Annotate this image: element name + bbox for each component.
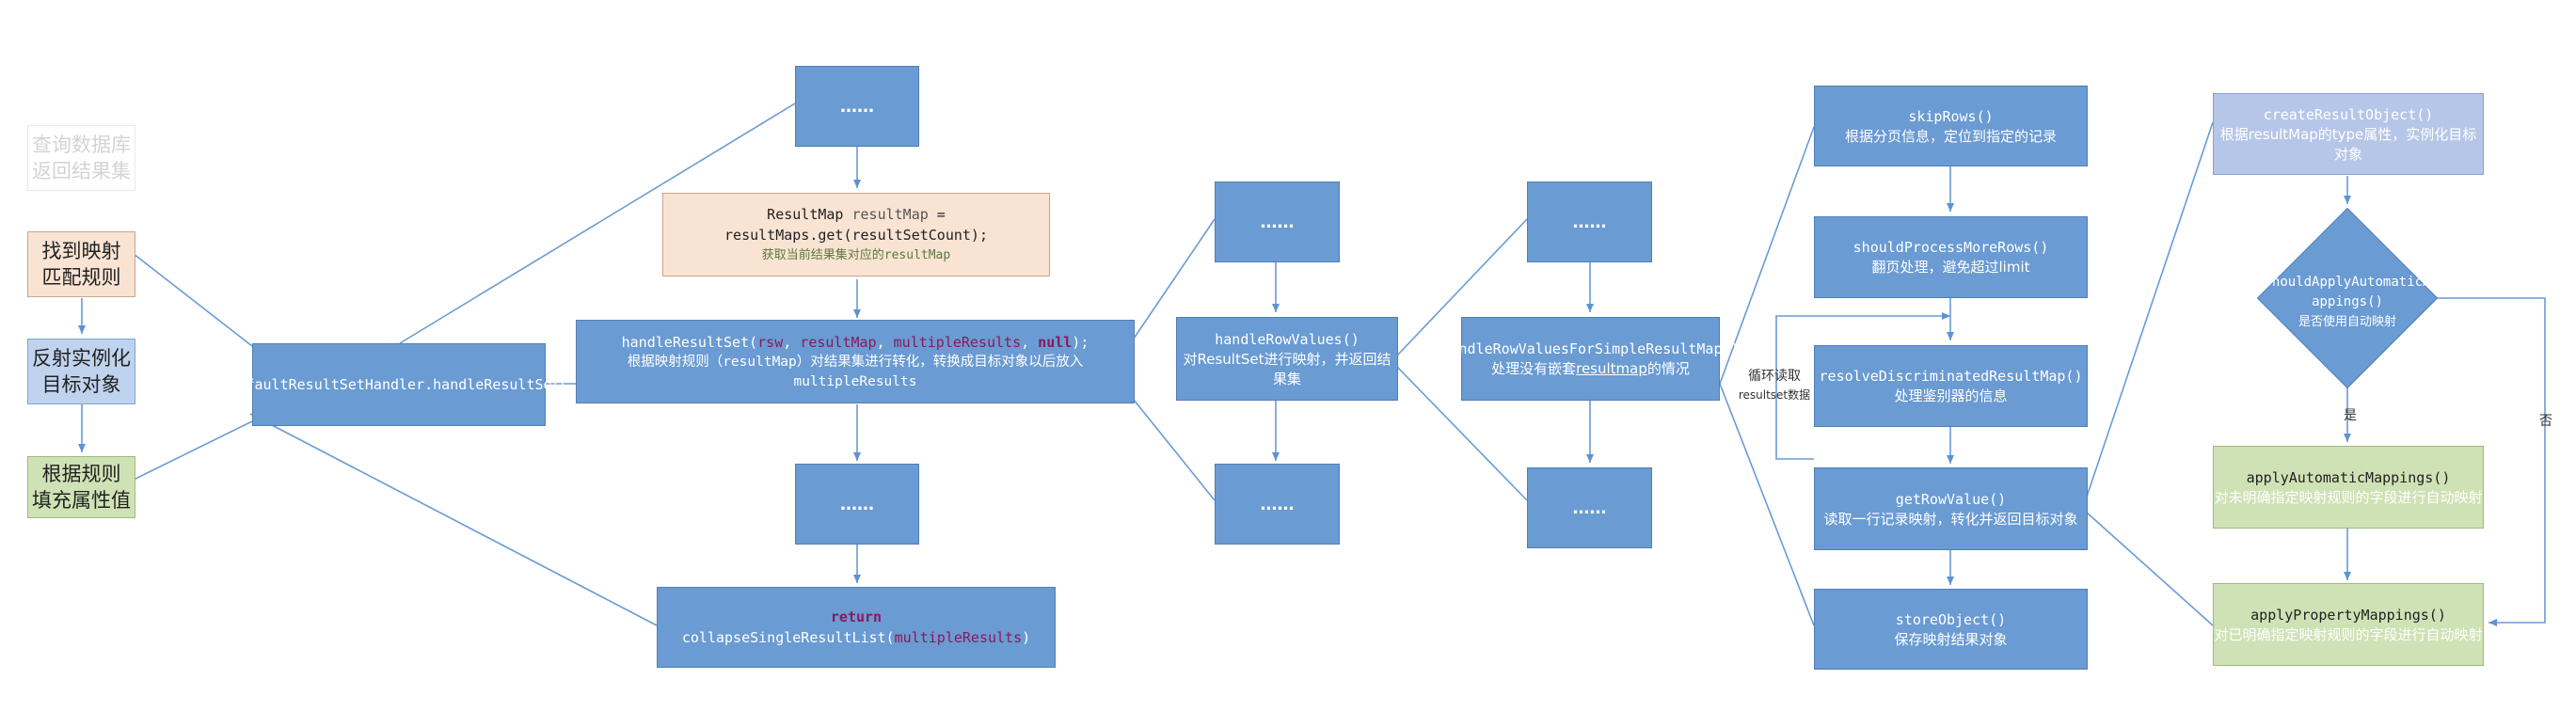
node-handle-row-values-simple: handleRowValuesForSimpleResultMap() 处理没有… [1441, 317, 1740, 401]
step-fill-properties-line1: 根据规则 [41, 463, 121, 485]
step-query-database: 查询数据库 返回结果集 [27, 125, 135, 191]
step-fill-properties: 根据规则 填充属性值 [27, 456, 135, 518]
node-handle-simple-desc: 处理没有嵌套resultmap的情况 [1491, 359, 1690, 379]
step-find-mapping-line2: 匹配规则 [41, 266, 121, 289]
node-skip-rows-title: skipRows() [1908, 107, 1994, 125]
node-store-object-title: storeObject() [1895, 610, 2007, 628]
node-get-row-value-title: getRowValue() [1895, 490, 2007, 508]
node-handle-row-values-title: handleRowValues() [1215, 330, 1360, 348]
node-resolve-desc: 处理鉴别器的信息 [1894, 387, 2008, 404]
node-handle-row-values-desc: 对ResultSet进行映射，并返回结果集 [1183, 350, 1391, 387]
node-handle-result-set-code: handleResultSet(rsw, resultMap, multiple… [621, 333, 1089, 351]
node-dots-4: …… [1215, 464, 1340, 545]
node-resolve-discriminated-result-map: resolveDiscriminatedResultMap() 处理鉴别器的信息 [1814, 345, 2088, 427]
node-collapse-code: return collapseSingleResultList(multiple… [658, 607, 1055, 648]
node-skip-rows-desc: 根据分页信息，定位到指定的记录 [1844, 127, 2057, 145]
node-apply-property-desc: 对已明确指定映射规则的字段进行自动映射 [2214, 625, 2483, 643]
should-apply-line2: appings() [2312, 294, 2383, 309]
node-dots-6-label: …… [1572, 498, 1607, 518]
step-query-database-line2: 返回结果集 [32, 160, 131, 182]
should-apply-line1: shouldApplyAutomaticM [2264, 275, 2431, 290]
code-arg: resultSetCount [851, 226, 971, 244]
step-instantiate-object-line2: 目标对象 [41, 373, 121, 396]
node-resolve-title: resolveDiscriminatedResultMap() [1819, 368, 2083, 385]
should-apply-desc: 是否使用自动映射 [2298, 315, 2396, 329]
node-apply-auto-title: applyAutomaticMappings() [2246, 468, 2451, 486]
step-instantiate-object: 反射实例化 目标对象 [27, 339, 135, 404]
node-should-process-desc: 翻页处理，避免超过limit [1871, 259, 2030, 276]
code-prefix: handleResultSet( [621, 333, 758, 351]
step-query-database-line1: 查询数据库 [32, 134, 131, 156]
node-dots-1: …… [795, 66, 919, 147]
node-result-map-code: ResultMap resultMap = resultMaps.get(res… [663, 204, 1049, 245]
desc-resultmap: resultmap [1576, 360, 1647, 377]
node-handle-result-sets: DefaultResultSetHandler.handleResultSets [229, 343, 569, 426]
step-find-mapping: 找到映射 匹配规则 [27, 231, 135, 297]
step-instantiate-object-line1: 反射实例化 [32, 347, 131, 370]
node-collapse-single-result-list: return collapseSingleResultList(multiple… [657, 587, 1056, 668]
node-apply-automatic-mappings: applyAutomaticMappings() 对未明确指定映射规则的字段进行… [2213, 446, 2484, 529]
yes-label: 是 [2344, 408, 2357, 423]
node-apply-auto-desc: 对未明确指定映射规则的字段进行自动映射 [2214, 488, 2483, 506]
node-apply-property-title: applyPropertyMappings() [2250, 606, 2446, 624]
node-skip-rows: skipRows() 根据分页信息，定位到指定的记录 [1814, 86, 2088, 166]
loop-label-line2: resultset数据 [1738, 388, 1811, 402]
should-apply-text: shouldApplyAutomaticM appings() 是否使用自动映射 [2253, 273, 2441, 332]
desc-suffix: 的情况 [1646, 360, 1690, 377]
node-create-result-object: createResultObject() 根据resultMap的type属性，… [2213, 93, 2484, 175]
node-handle-result-sets-label: DefaultResultSetHandler.handleResultSets [229, 376, 569, 393]
arg-multiple-results: multipleResults [894, 629, 1023, 646]
node-dots-5-label: …… [1572, 212, 1607, 232]
node-get-row-value: getRowValue() 读取一行记录映射，转化并返回目标对象 [1814, 467, 2088, 550]
code-var: resultMap [851, 205, 929, 223]
node-apply-property-mappings: applyPropertyMappings() 对已明确指定映射规则的字段进行自… [2213, 583, 2484, 666]
node-create-result-object-desc: 根据resultMap的type属性，实例化目标对象 [2219, 125, 2477, 163]
no-label: 否 [2539, 414, 2552, 429]
node-should-process-title: shouldProcessMoreRows() [1852, 239, 2049, 256]
node-dots-2: …… [795, 464, 919, 545]
node-dots-3-label: …… [1260, 212, 1295, 232]
node-create-result-object-title: createResultObject() [2263, 105, 2434, 123]
node-result-map-note: 获取当前结果集对应的resultMap [761, 247, 951, 262]
step-find-mapping-line1: 找到映射 [41, 240, 121, 262]
node-dots-3: …… [1215, 182, 1340, 262]
arg-rsw: rsw [757, 333, 784, 351]
node-handle-result-set-desc: 根据映射规则（resultMap）对结果集进行转化，转换成目标对象以后放入mul… [627, 354, 1084, 389]
node-dots-4-label: …… [1260, 494, 1295, 514]
arg-result-map: resultMap [800, 333, 877, 351]
node-result-map: ResultMap resultMap = resultMaps.get(res… [662, 193, 1050, 276]
loop-label: 循环读取 resultset数据 [1737, 367, 1812, 404]
arg-null: null [1038, 333, 1073, 351]
node-store-object-desc: 保存映射结果对象 [1894, 630, 2008, 648]
node-dots-2-label: …… [840, 494, 874, 514]
kw-return: return [830, 608, 883, 625]
desc-prefix: 处理没有嵌套 [1491, 360, 1577, 377]
node-get-row-value-desc: 读取一行记录映射，转化并返回目标对象 [1823, 510, 2078, 528]
code-suffix: ) [1022, 629, 1031, 646]
loop-label-line1: 循环读取 [1748, 369, 1801, 384]
node-dots-1-label: …… [840, 96, 874, 117]
node-handle-result-set: handleResultSet(rsw, resultMap, multiple… [576, 320, 1135, 403]
node-dots-5: …… [1527, 182, 1652, 262]
arg-multiple-results: multipleResults [893, 333, 1022, 351]
node-handle-row-values: handleRowValues() 对ResultSet进行映射，并返回结果集 [1176, 317, 1398, 401]
code-prefix: ResultMap [767, 205, 852, 223]
step-fill-properties-line2: 填充属性值 [32, 489, 131, 512]
code-call: collapseSingleResultList( [681, 629, 895, 646]
node-dots-6: …… [1527, 467, 1652, 548]
code-suffix: ); [970, 226, 988, 244]
node-store-object: storeObject() 保存映射结果对象 [1814, 589, 2088, 670]
code-mid: = resultMaps.get( [724, 205, 946, 244]
node-should-process-more-rows: shouldProcessMoreRows() 翻页处理，避免超过limit [1814, 216, 2088, 298]
code-suffix: ); [1072, 333, 1089, 351]
node-handle-simple-title: handleRowValuesForSimpleResultMap() [1441, 340, 1740, 357]
